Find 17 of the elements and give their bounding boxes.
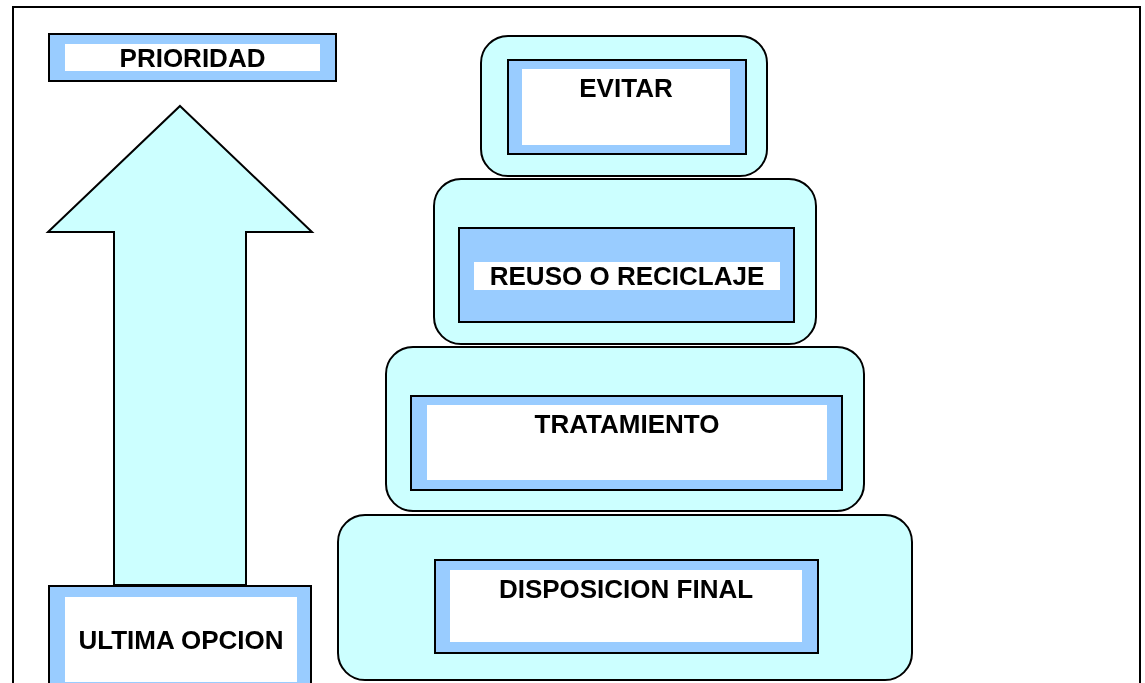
- label-box: [434, 559, 819, 654]
- box-label: ULTIMA OPCION: [78, 624, 284, 655]
- label-box: [507, 59, 747, 155]
- tier-box: [480, 35, 768, 177]
- box-label: DISPOSICION FINAL: [498, 574, 754, 604]
- label-box: [48, 33, 337, 82]
- box-label: REUSO O RECICLAJE: [489, 261, 765, 291]
- label-box: [48, 585, 312, 683]
- block-arrow: [45, 104, 315, 586]
- box-label: PRIORIDAD: [119, 42, 266, 73]
- label-box: [458, 227, 795, 323]
- tier-box: [337, 514, 913, 681]
- box-label: TRATAMIENTO: [534, 409, 720, 439]
- box-label: EVITAR: [579, 73, 673, 103]
- label-box: [410, 395, 843, 491]
- tier-box: [433, 178, 817, 345]
- tier-box: [385, 346, 865, 512]
